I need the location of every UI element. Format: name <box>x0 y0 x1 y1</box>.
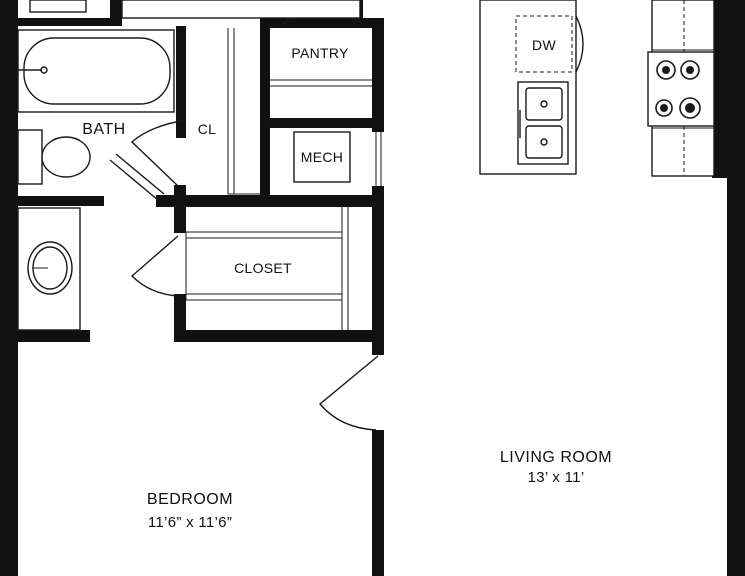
entry-fixture <box>29 0 87 13</box>
living-right-wall <box>727 176 745 576</box>
kitchen-fixtures <box>29 0 715 177</box>
stove-burner-br-center <box>685 103 695 113</box>
doors <box>109 0 382 431</box>
range-stove <box>647 51 715 127</box>
pantry-right-wall <box>372 18 384 118</box>
closet-left-wall-upper <box>174 185 186 233</box>
bedroom-right-wall <box>372 430 384 576</box>
mech-right-wall-lower <box>372 186 384 206</box>
storage-fixtures <box>185 79 372 330</box>
stove-burner-tr-center <box>686 66 694 74</box>
closet-top-wall <box>156 195 384 207</box>
dishwasher-outline <box>515 15 573 73</box>
sink-drain-top <box>540 100 548 108</box>
mech-unit <box>293 131 351 183</box>
sink-basin-bottom <box>525 125 563 159</box>
top-wall-stub <box>110 0 122 26</box>
mech-right-wall <box>372 118 384 132</box>
linen-door-swing <box>130 119 187 187</box>
living-room-label: LIVING ROOM <box>500 449 612 466</box>
bathtub-basin <box>23 37 171 105</box>
bath-door-leaf <box>109 159 159 201</box>
bathroom-fixtures <box>17 28 262 331</box>
bathtub <box>17 29 175 113</box>
dishwasher-door-arc <box>575 15 584 73</box>
room-labels: BATH CL PANTRY MECH CLOSET DW LIVING ROO… <box>82 37 612 531</box>
bath-door-leaf-2 <box>115 153 165 195</box>
cl-label: CL <box>198 121 217 137</box>
closet-label: CLOSET <box>234 260 292 276</box>
pantry-left-wall <box>260 26 270 196</box>
sink-drain-bottom <box>540 138 548 146</box>
closet-door-swing <box>130 235 179 297</box>
sink-basin-top <box>525 87 563 121</box>
mech-top-wall <box>260 118 384 128</box>
mech-label: MECH <box>301 149 343 165</box>
closet-bottom-wall <box>174 330 384 342</box>
bedroom-door-swing <box>319 355 379 431</box>
closet-right-wall <box>372 195 384 355</box>
bath-right-wall-upper <box>176 26 186 138</box>
vanity-sink <box>27 241 73 295</box>
stove-burner-tl-center <box>662 66 670 74</box>
bath-door-jamb-left <box>84 196 104 206</box>
entry-counter <box>121 0 361 19</box>
vanity-top-wall <box>0 196 104 206</box>
closet-left-wall-lower <box>174 294 186 340</box>
bedroom-label: BEDROOM <box>147 491 233 508</box>
bath-label: BATH <box>82 121 125 138</box>
toilet-bowl <box>41 136 91 178</box>
toilet-tank <box>17 129 43 185</box>
exterior-wall-left <box>0 0 18 576</box>
kitchen-right-wall <box>712 0 745 178</box>
pantry-top-wall <box>260 18 384 28</box>
bedroom-dimensions: 11’6” x 11’6” <box>148 514 232 531</box>
bedroom-top-wall <box>0 330 90 342</box>
living-room-dimensions: 13’ x 11’ <box>528 469 585 486</box>
dishwasher-label: DW <box>532 37 556 53</box>
stove-burner-bl-center <box>660 104 668 112</box>
pantry-label: PANTRY <box>291 45 349 61</box>
top-wall-left <box>0 18 120 26</box>
